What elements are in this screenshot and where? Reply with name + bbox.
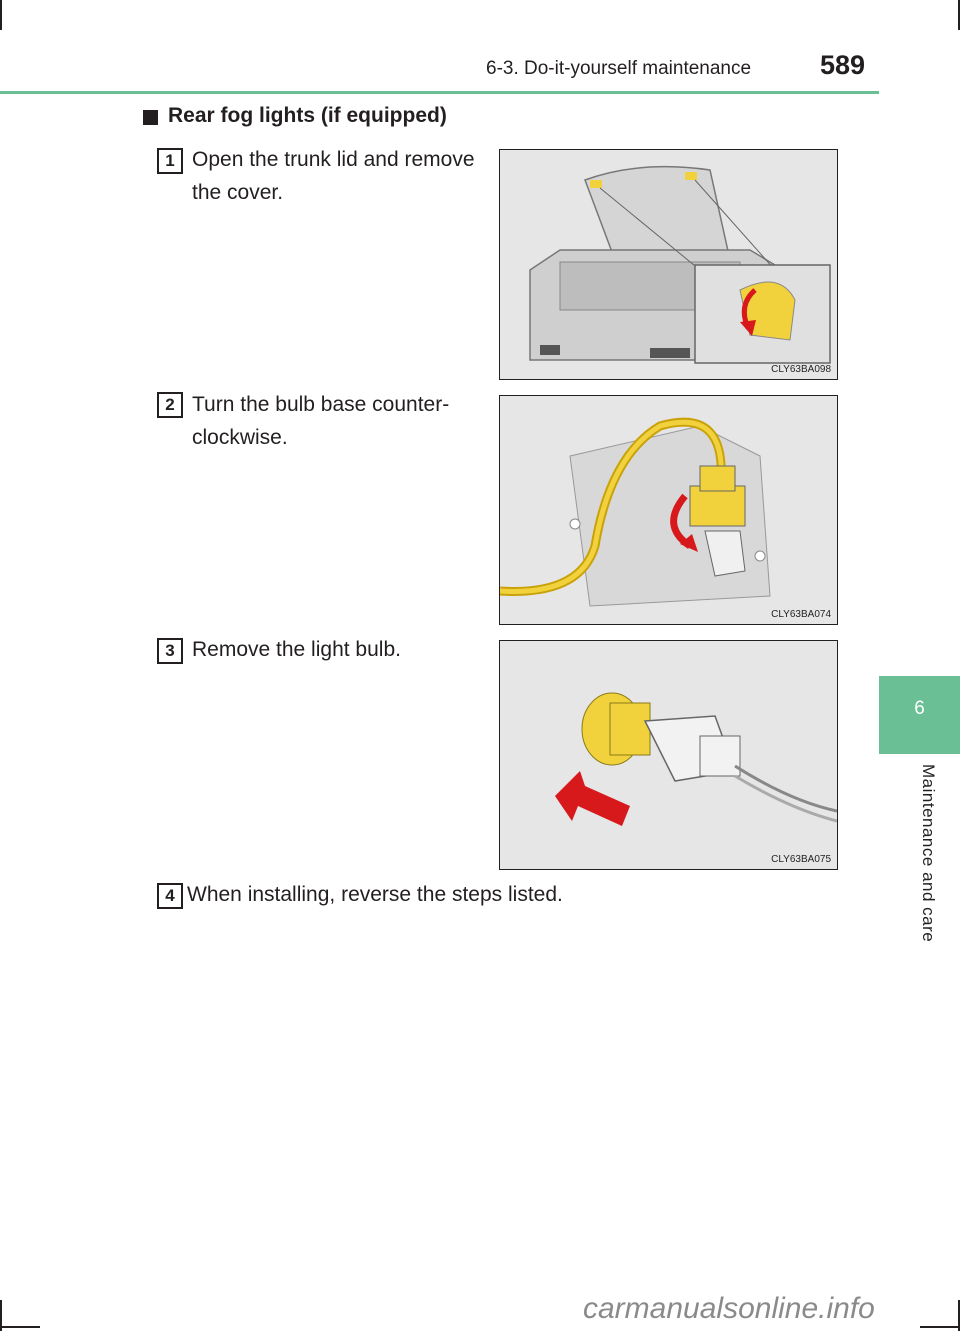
crop-mark: [958, 1300, 960, 1331]
section-title: Rear fog lights (if equipped): [168, 104, 447, 127]
figure-bulb-base: CLY63BA074: [499, 395, 838, 625]
step-2-text: Turn the bulb base counter-clockwise.: [192, 393, 450, 449]
section-bullet-icon: [143, 110, 158, 125]
crop-mark: [0, 0, 2, 30]
car-trunk-illustration: [500, 150, 837, 379]
chapter-tab: 6: [879, 676, 960, 754]
step-1-text: Open the trunk lid and remove the cover.: [192, 148, 475, 204]
step-number-4: 4: [157, 883, 183, 909]
footer-watermark: carmanualsonline.info: [583, 1292, 875, 1325]
step-number-2: 2: [157, 392, 183, 418]
figure-code: CLY63BA075: [771, 854, 831, 865]
figure-code: CLY63BA074: [771, 609, 831, 620]
running-header: 6-3. Do-it-yourself maintenance: [486, 58, 752, 79]
figure-light-bulb: CLY63BA075: [499, 640, 838, 870]
chapter-number: 6: [914, 698, 925, 719]
page-number: 589: [820, 50, 866, 80]
crop-mark: [0, 1326, 40, 1328]
figure-code: CLY63BA098: [771, 364, 831, 375]
crop-mark: [0, 1300, 2, 1331]
step-4-text: When installing, reverse the steps liste…: [187, 883, 563, 906]
figure-trunk-cover: CLY63BA098: [499, 149, 838, 380]
header-rule: [0, 91, 879, 94]
step-number-1: 1: [157, 148, 183, 174]
step-3-text: Remove the light bulb.: [192, 638, 401, 661]
light-bulb-illustration: [500, 641, 837, 869]
crop-mark: [920, 1326, 960, 1328]
step-number-3: 3: [157, 638, 183, 664]
crop-mark: [958, 0, 960, 30]
bulb-base-illustration: [500, 396, 837, 624]
chapter-label: Maintenance and care: [919, 764, 938, 943]
